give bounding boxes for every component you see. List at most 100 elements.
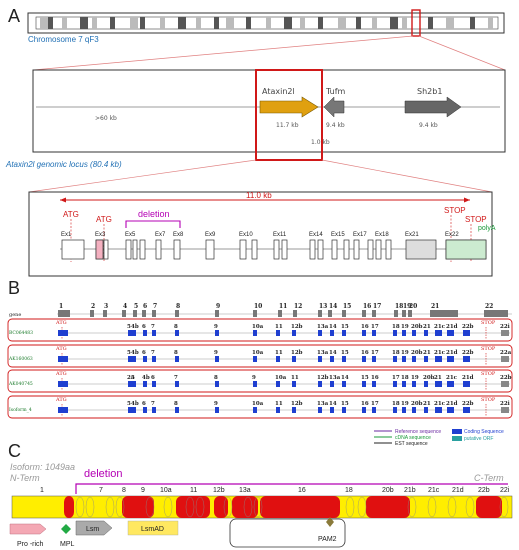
isoform-exon-label: 12b: [291, 401, 303, 407]
isoform-exon-label: 18: [401, 375, 409, 381]
isoform-exon-label: 9: [252, 375, 256, 381]
exon-label-a: Ex22: [445, 232, 459, 238]
isoform-exon-label: 15: [341, 324, 349, 330]
pam2-label: PAM2: [318, 536, 337, 543]
isoform-exon-label: 21c: [446, 375, 458, 381]
isoform-exon-label: 15: [361, 375, 369, 381]
isoform-exon-box: [424, 381, 428, 387]
isoform-row-frame: [7, 369, 513, 393]
isoform-exon-box: [435, 356, 442, 362]
exon-box-a: [251, 239, 258, 260]
isoform-exon-box: [215, 356, 219, 362]
isoform-exon-label: 21c: [434, 324, 446, 330]
isoform-exon-box: [402, 407, 406, 413]
isoform-stop: STOP: [481, 320, 496, 326]
gene-exon-box: [152, 310, 156, 317]
isoform-exon-label: 4b: [131, 401, 139, 407]
isoform-exon-label: 7: [174, 375, 178, 381]
sh2b1-gene-arrow: [404, 96, 462, 118]
exon-label-a: Ex8: [173, 232, 184, 238]
isoform-exon-label: 13a: [317, 350, 329, 356]
isoform-exon-label: 6: [151, 375, 155, 381]
exon-structure-box: [28, 191, 493, 277]
isoform-exon-label: 6: [142, 350, 146, 356]
isoform-exon-label: 5: [127, 401, 131, 407]
deletion-label-a: deletion: [138, 209, 170, 219]
isoform-exon-label: 7: [151, 350, 155, 356]
isoform-exon-label: 21c: [434, 350, 446, 356]
legend-coding: Coding Sequence: [464, 429, 504, 435]
gene-exon-label: 13: [319, 303, 327, 310]
isoform-exon-label: 12b: [317, 375, 329, 381]
exon-box-a: [375, 239, 382, 260]
zoom-line-right: [418, 35, 506, 71]
isoform-exon-box: [463, 407, 470, 413]
exon-box-a: [273, 239, 280, 260]
isoform-exon-box: [330, 381, 334, 387]
gene-exon-box: [103, 310, 107, 317]
isoform-exon-box: [330, 356, 334, 362]
exon-box-a: [331, 239, 338, 260]
gene-exon-box: [342, 310, 346, 317]
panel-a-letter: A: [8, 6, 20, 26]
isoform-exon-box: [463, 381, 470, 387]
gene-exon-label: 12: [294, 303, 302, 310]
gene-exon-box: [430, 310, 458, 317]
isoform-exon-label: 22b: [462, 401, 474, 407]
isoform-name: AK040745: [8, 381, 33, 387]
gene-exon-label: 5: [134, 303, 138, 310]
isoform-exon-box: [318, 381, 322, 387]
isoform-stop: STOP: [481, 346, 496, 352]
isoform-exon-box: [175, 356, 179, 362]
isoform-exon-box: [292, 407, 296, 413]
protein-exon-red: [260, 496, 340, 518]
isoform-exon-label: 11: [275, 324, 283, 330]
isoform-exon-label: 15: [341, 350, 349, 356]
exon-label-a: Ex9: [205, 232, 216, 238]
isoform-exon-box: [132, 381, 136, 387]
exon-box-a: [239, 239, 247, 260]
isoform-row-frame: [7, 318, 513, 342]
isoform-exon-box: [215, 330, 219, 336]
isoform-atg: ATG: [55, 346, 67, 352]
span-label: 11.0 kb: [246, 191, 272, 200]
isoform-exon-box: [143, 330, 147, 336]
isoform-exon-box: [276, 330, 280, 336]
isoform-exon-box: [215, 407, 219, 413]
isoform-exon-box: [152, 330, 156, 336]
gene-exon-label: 17: [373, 303, 381, 310]
isoform-exon-box: [435, 407, 442, 413]
lsm-label: Lsm: [86, 526, 99, 533]
left-distance: >60 kb: [95, 115, 117, 122]
gene-exon-label: 9: [216, 303, 220, 310]
isoform-exon-box: [132, 356, 136, 362]
isoform-exon-label: 11: [291, 375, 299, 381]
isoform-exon-label: 19: [401, 401, 409, 407]
exon-label-a: Ex7: [155, 232, 166, 238]
isoform-exon-box: [412, 381, 416, 387]
isoform-exon-box: [276, 407, 280, 413]
isoform-row-frame: [7, 344, 513, 368]
isoform-exon-label: 19: [401, 324, 409, 330]
exon-box-a: [367, 239, 374, 260]
isoform-exon-box: [342, 381, 346, 387]
isoform-exon-label: 12b: [291, 350, 303, 356]
gene-exon-box: [402, 310, 406, 317]
isoform-exon-label: 9: [214, 401, 218, 407]
isoform-exon-label: 14: [329, 324, 337, 330]
exon-label-a: Ex21: [405, 232, 419, 238]
protein-exon-red: [366, 496, 410, 518]
isoform-exon-box: [143, 407, 147, 413]
exon-box-a: [317, 239, 324, 260]
gene-exon-label: 1: [59, 303, 63, 310]
isoform-exon-label: 2a: [127, 375, 135, 381]
exon-box-a: [343, 239, 350, 260]
gene-exon-box: [362, 310, 366, 317]
isoform-exon-label: 20b: [411, 324, 423, 330]
isoform-exon-label: 16: [361, 350, 369, 356]
isoform-exon-label: 11: [275, 350, 283, 356]
gene-exon-box: [58, 310, 70, 317]
isoform-exon-box: [362, 407, 366, 413]
exon-label-a: Ex18: [375, 232, 389, 238]
